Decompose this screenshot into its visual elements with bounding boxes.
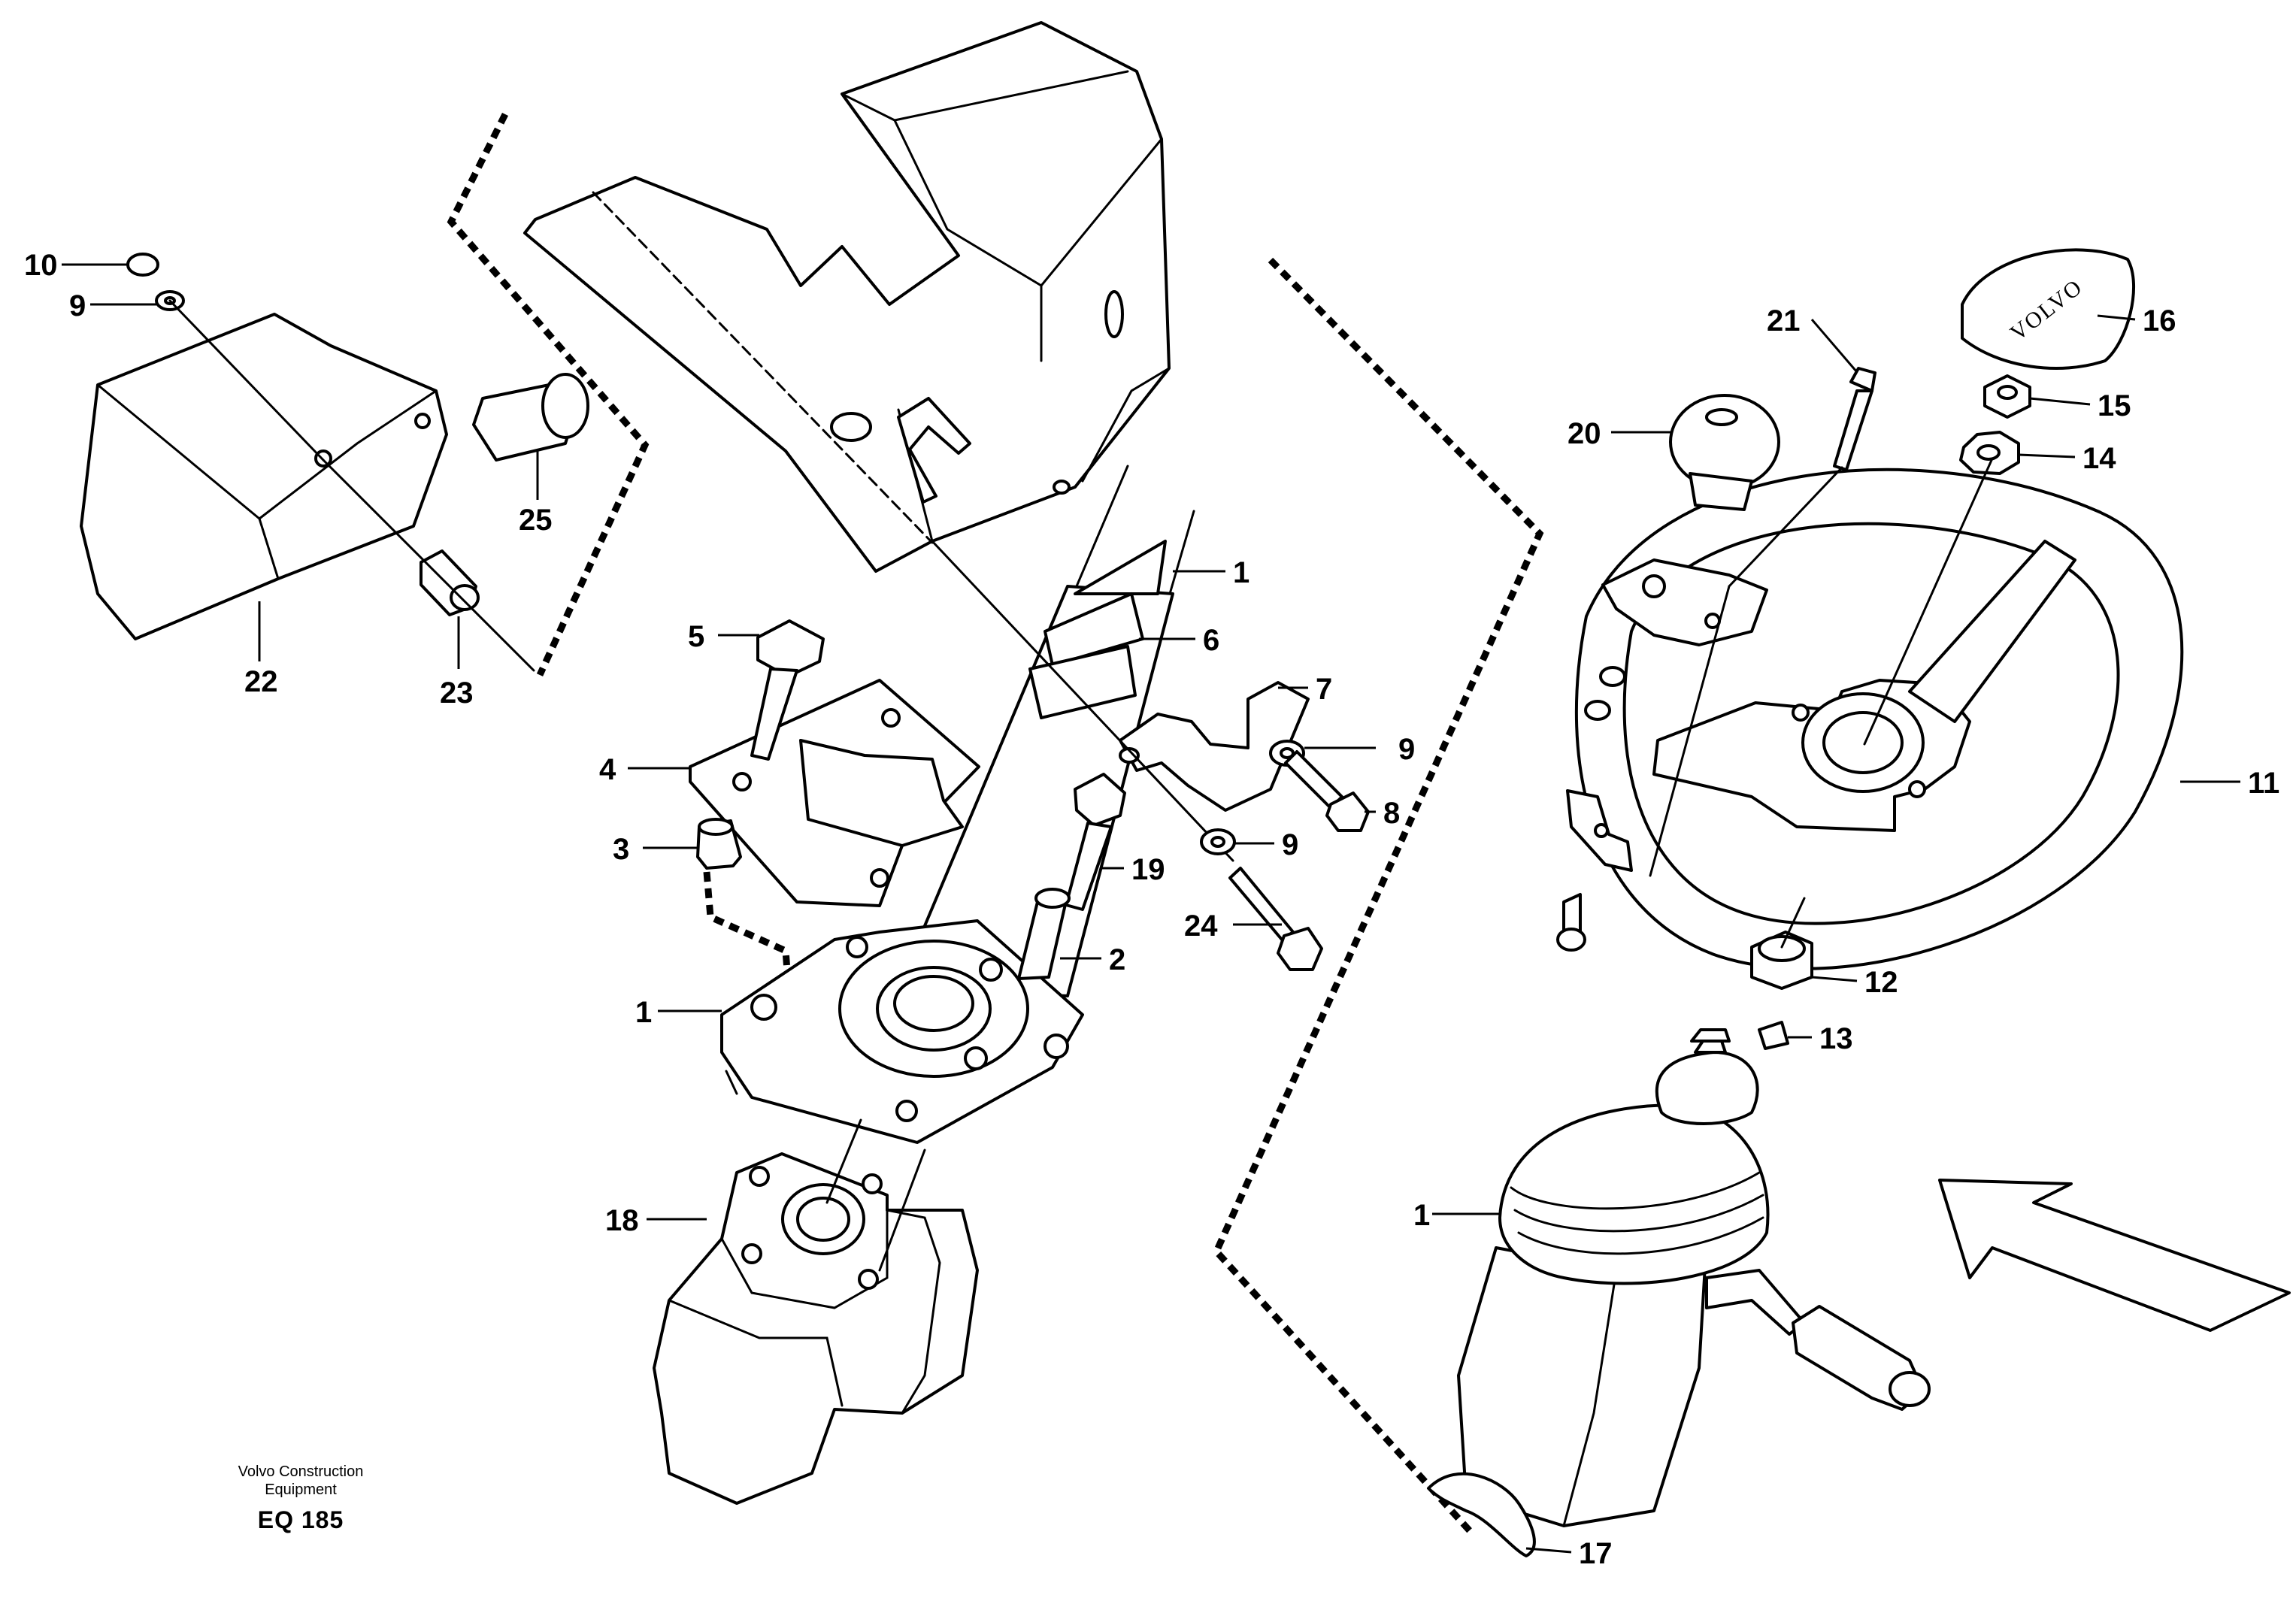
callout-25: 25 — [519, 504, 553, 537]
screw-part-21 — [1833, 367, 1876, 471]
spacer-part-3 — [696, 818, 742, 870]
contact-plate — [1601, 558, 1768, 646]
bolt-part-8 — [1284, 750, 1370, 832]
side-cover-part-22 — [80, 313, 448, 640]
company-name-line2: Equipment — [265, 1481, 337, 1498]
assembly-boundary-center — [1212, 257, 1544, 1536]
drawing-footer: Volvo Construction Equipment EQ 185 — [188, 1463, 413, 1534]
callout-9-left: 9 — [69, 289, 86, 322]
plug-part-25 — [472, 373, 589, 462]
callout-24: 24 — [1184, 909, 1218, 943]
control-unit-part-1 — [1457, 1028, 1931, 1527]
callout-19: 19 — [1131, 853, 1165, 886]
callout-14: 14 — [2082, 442, 2116, 475]
callout-21: 21 — [1767, 304, 1801, 337]
callout-10: 10 — [24, 249, 58, 282]
callout-3: 3 — [613, 833, 629, 866]
callout-12: 12 — [1864, 966, 1898, 999]
nut-part-15 — [1983, 374, 2031, 419]
callout-22: 22 — [244, 665, 278, 698]
callout-13: 13 — [1819, 1022, 1853, 1055]
callout-1-unit: 1 — [1413, 1199, 1430, 1232]
callout-5: 5 — [688, 620, 704, 653]
spinner-knob-part-20 — [1669, 394, 1780, 511]
callout-8: 8 — [1383, 797, 1400, 830]
callout-4: 4 — [599, 753, 616, 786]
steering-wheel-part-11 — [1574, 468, 2184, 970]
callout-23: 23 — [440, 676, 474, 710]
assembly-boundary-left — [447, 112, 650, 676]
nut-part-10 — [126, 253, 159, 277]
forward-direction-arrow — [1938, 1179, 2291, 1332]
hub-cap-part-16: VOLVO — [1961, 248, 2135, 370]
callout-16: 16 — [2143, 304, 2176, 337]
steering-valve-part-18 — [653, 1118, 979, 1505]
steering-column-part-1 — [897, 465, 1195, 997]
callout-17: 17 — [1579, 1537, 1613, 1570]
bracket-part-7 — [1119, 681, 1310, 812]
callout-2: 2 — [1109, 943, 1125, 976]
clip-small-upper — [1584, 666, 1626, 721]
dashboard-cover — [523, 21, 1171, 573]
callout-9-lower: 9 — [1282, 828, 1298, 861]
drawing-code: EQ 185 — [257, 1506, 344, 1533]
bolt-part-19 — [1065, 773, 1126, 911]
mounting-plate-part-4 — [689, 679, 980, 907]
bolt-part-5 — [750, 619, 825, 761]
callout-6: 6 — [1203, 624, 1219, 657]
lock-washer-part-14 — [1959, 431, 2020, 475]
callout-11: 11 — [2248, 767, 2279, 800]
company-name-line1: Volvo Construction — [238, 1463, 364, 1480]
callout-7: 7 — [1316, 673, 1332, 706]
column-base-flange-part-1 — [720, 919, 1084, 1144]
callout-20: 20 — [1568, 417, 1601, 450]
callout-15: 15 — [2098, 389, 2131, 422]
callout-9-upper: 9 — [1398, 733, 1415, 766]
screw-small — [1556, 893, 1586, 952]
callout-18: 18 — [605, 1204, 639, 1237]
bolt-part-24 — [1228, 867, 1323, 971]
washer-part-9-lower — [1200, 828, 1236, 855]
leader-lines — [62, 263, 2240, 1554]
screw-part-13 — [1758, 1021, 1789, 1050]
clamp-part-17 — [1427, 1472, 1536, 1557]
washer-part-9-upper — [1269, 740, 1305, 767]
callout-1-column: 1 — [1233, 556, 1249, 589]
spacer-part-2 — [1017, 888, 1071, 980]
callout-labels: 10 9 22 25 23 5 4 3 1 18 1 6 7 9 8 9 19 … — [24, 249, 2279, 1570]
clip-bracket — [1566, 789, 1633, 872]
callout-1-base: 1 — [635, 996, 652, 1029]
